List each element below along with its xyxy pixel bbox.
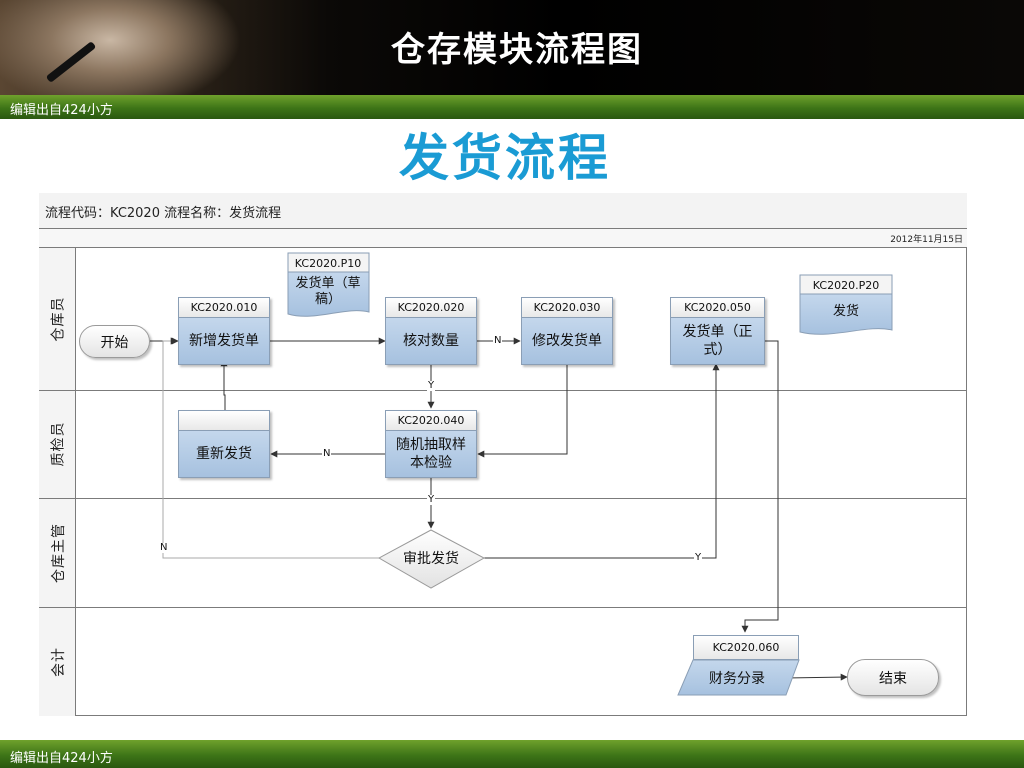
- doc-p10-line2: 稿）: [315, 291, 341, 307]
- approve-decision-label: 审批发货: [403, 550, 459, 567]
- node-060-code: KC2020.060: [694, 636, 798, 659]
- doc-p10-line1: 发货单（草: [295, 275, 360, 291]
- flow-info-row: 流程代码：KC2020 流程名称：发货流程: [39, 193, 967, 229]
- node-030: KC2020.030 修改发货单: [521, 297, 613, 365]
- node-020-text: 核对数量: [386, 318, 476, 364]
- top-green-bar: 编辑出自424小方: [0, 95, 1024, 119]
- arrow-030-to-040: [477, 365, 568, 458]
- node-060-text: 财务分录: [709, 671, 765, 687]
- lane-divider: [39, 498, 967, 499]
- start-node: 开始: [79, 325, 150, 358]
- node-020-code: KC2020.020: [386, 298, 476, 318]
- document-p10: KC2020.P10 发货单（草 稿）: [287, 252, 370, 317]
- node-040: KC2020.040 随机抽取样本检验: [385, 410, 477, 478]
- arrow-approve-to-050: [484, 363, 720, 559]
- arrow-reissue-to-010: [220, 359, 228, 410]
- flow-date-row: 2012年11月15日: [39, 229, 967, 248]
- label-n-020-030: N: [493, 335, 503, 346]
- node-040-code: KC2020.040: [386, 411, 476, 431]
- arrow-approve-back-to-010: [162, 337, 379, 559]
- node-050: KC2020.050 发货单（正式）: [670, 297, 765, 365]
- doc-p20-code: KC2020.P20: [813, 279, 879, 292]
- lane-divider: [39, 607, 967, 608]
- node-060-header: KC2020.060: [693, 635, 799, 660]
- flow-date-text: 2012年11月15日: [890, 235, 963, 245]
- flow-info-text: 流程代码：KC2020 流程名称：发货流程: [45, 206, 282, 221]
- node-020: KC2020.020 核对数量: [385, 297, 477, 365]
- header-banner: [0, 0, 1024, 95]
- end-node: 结束: [847, 659, 939, 696]
- label-y-020-040: Y: [427, 380, 436, 391]
- node-reissue: 重新发货: [178, 410, 270, 478]
- label-n-040-reissue: N: [322, 448, 332, 459]
- node-060-parallelogram: [677, 659, 800, 696]
- approve-decision-diamond: [377, 529, 486, 589]
- node-030-code: KC2020.030: [522, 298, 612, 318]
- node-reissue-text: 重新发货: [179, 431, 269, 477]
- node-050-text: 发货单（正式）: [671, 318, 764, 364]
- arrow-060-to-end: [785, 673, 848, 681]
- label-y-040-approve: Y: [427, 494, 436, 505]
- node-030-text: 修改发货单: [522, 318, 612, 364]
- arrow-050-to-060: [741, 340, 779, 633]
- node-050-code: KC2020.050: [671, 298, 764, 318]
- flow-title: 发货流程: [399, 129, 611, 187]
- document-p20: KC2020.P20 发货: [799, 274, 893, 335]
- slide-title: 仓存模块流程图: [391, 30, 643, 70]
- label-y-approve-050: Y: [694, 552, 703, 563]
- doc-p10-code: KC2020.P10: [295, 257, 361, 270]
- lane-label-column: [39, 248, 76, 716]
- hand-with-pen-image: [0, 0, 240, 95]
- bottom-green-bar: 编辑出自424小方: [0, 740, 1024, 768]
- node-040-text: 随机抽取样本检验: [386, 431, 476, 477]
- node-reissue-code: [179, 411, 269, 431]
- bottom-footer-text: 编辑出自424小方: [10, 751, 113, 766]
- node-010-code: KC2020.010: [179, 298, 269, 318]
- node-010: KC2020.010 新增发货单: [178, 297, 270, 365]
- label-n-approve-back: N: [159, 542, 169, 553]
- lane-divider: [39, 390, 967, 391]
- top-footer-text: 编辑出自424小方: [10, 103, 113, 118]
- doc-p20-text: 发货: [833, 303, 859, 319]
- node-010-text: 新增发货单: [179, 318, 269, 364]
